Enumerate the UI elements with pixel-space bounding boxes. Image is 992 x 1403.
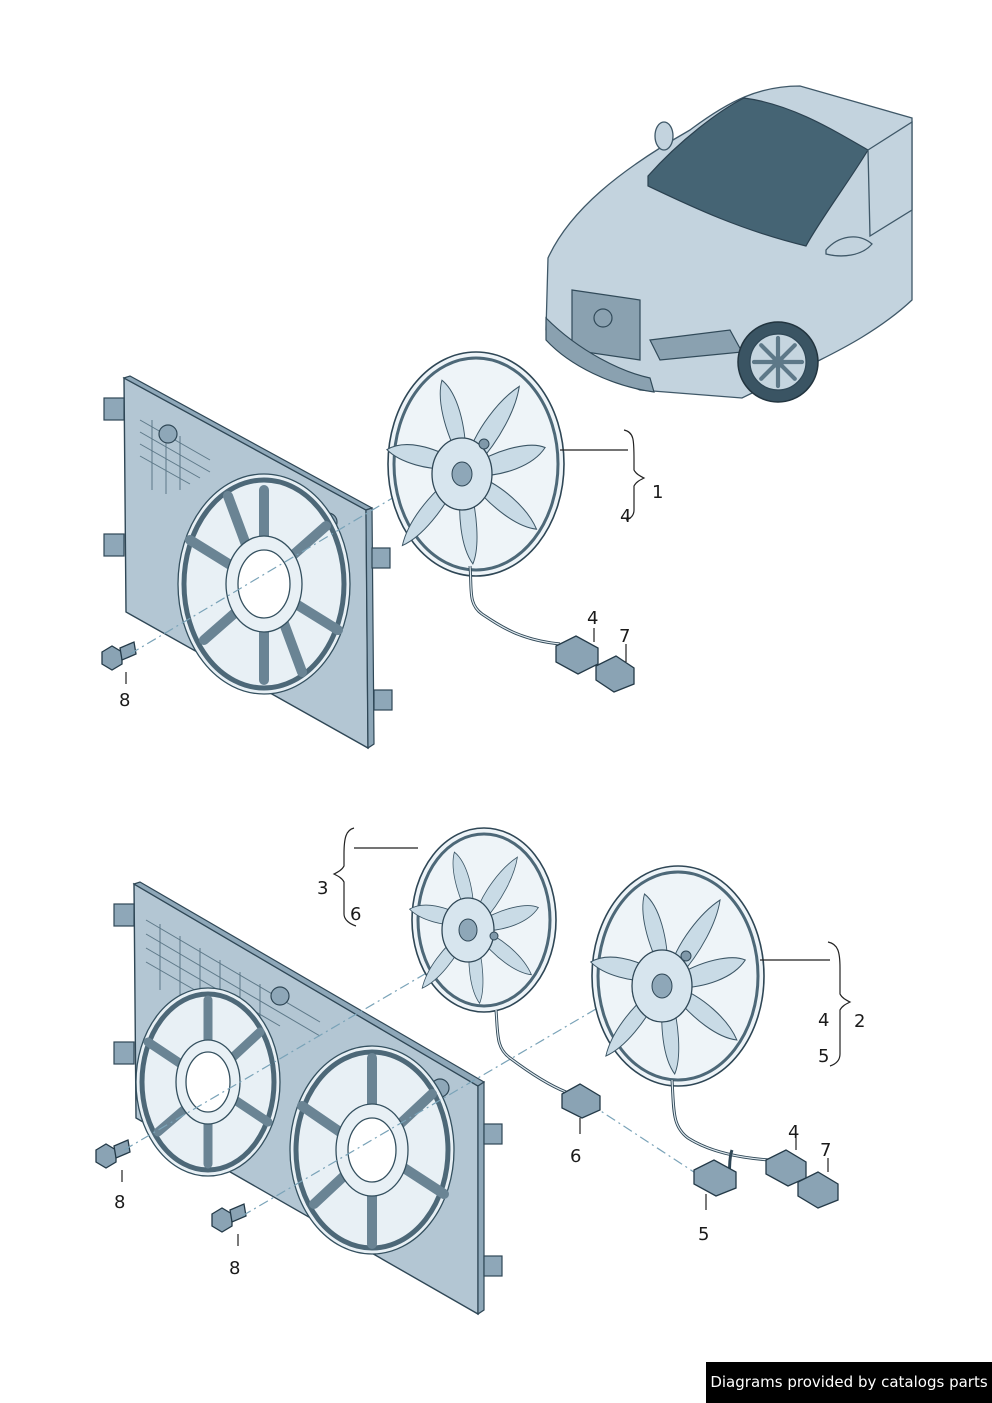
callout-2: 2 — [854, 1011, 865, 1032]
callout-5-large-fan: 5 — [818, 1046, 829, 1067]
bolt-bottom-left — [95, 1139, 131, 1169]
bottom-callout-leaders — [121, 827, 852, 1246]
callout-6-small-fan: 6 — [350, 904, 361, 925]
callout-5-connector: 5 — [698, 1224, 709, 1245]
cooling-fan-large — [590, 865, 765, 1087]
watermark-banner: Diagrams provided by catalogs parts — [706, 1362, 992, 1403]
fan-shroud-double — [113, 881, 503, 1316]
callout-8-bottom-right-bolt: 8 — [229, 1258, 240, 1279]
callout-3: 3 — [317, 878, 328, 899]
callout-4-large-fan: 4 — [818, 1010, 829, 1031]
cooling-fan-top — [386, 351, 565, 577]
callout-7-bottom-connector: 7 — [820, 1140, 831, 1161]
wiring-harness-top — [468, 565, 635, 693]
fan-shroud-single — [103, 375, 393, 750]
bolt-top — [101, 641, 137, 671]
cooling-fan-small — [409, 827, 557, 1013]
callout-4-top-fan: 4 — [620, 506, 631, 527]
callout-4-top-connector: 4 — [587, 608, 598, 629]
callout-4-bottom-connector: 4 — [788, 1122, 799, 1143]
callout-8-top-bolt: 8 — [119, 690, 130, 711]
bolt-bottom-right — [211, 1203, 247, 1233]
top-callout-leaders — [125, 429, 646, 684]
callout-6-connector: 6 — [570, 1146, 581, 1167]
wiring-harness-small-fan — [494, 1009, 601, 1119]
wiring-harness-large-fan — [670, 1079, 839, 1209]
callout-7-top-connector: 7 — [619, 626, 630, 647]
callout-8-bottom-left-bolt: 8 — [114, 1192, 125, 1213]
car-illustration — [545, 85, 913, 403]
callout-1: 1 — [652, 482, 663, 503]
